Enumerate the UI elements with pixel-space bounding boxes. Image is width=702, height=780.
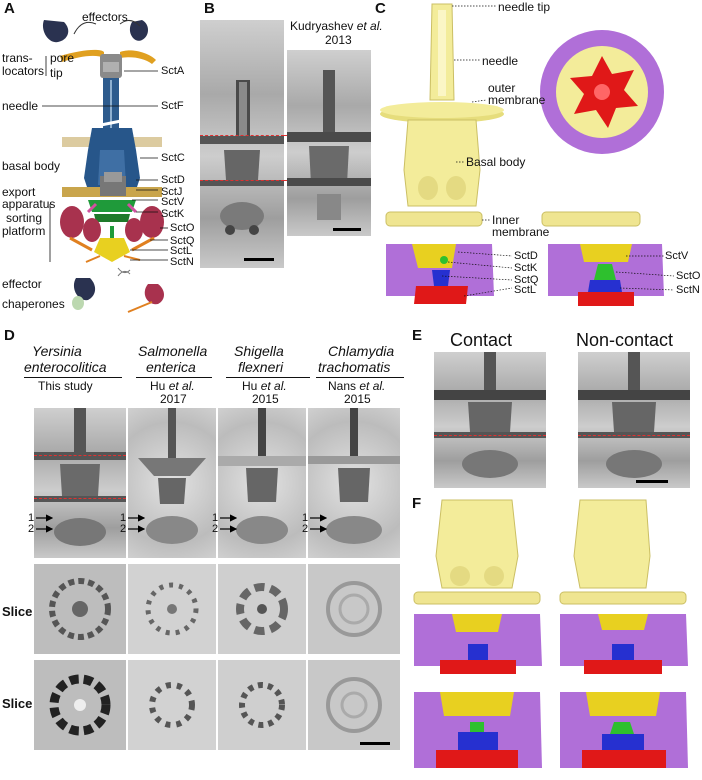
scale-bar-b [244, 258, 274, 261]
label-sctC: SctC [161, 152, 185, 164]
f-3d-comparison [412, 496, 702, 780]
label-sctO: SctO [170, 222, 194, 234]
d-col4-species-1: Chlamydia [328, 344, 394, 359]
d-col3-year: 2015 [252, 393, 279, 405]
label-effectors: effectors [82, 11, 128, 23]
e-tomogram-contact [434, 352, 546, 488]
d-col4-ref: Nans et al. [328, 380, 385, 392]
d-col4-species-2: trachomatis [318, 360, 390, 375]
label-effector-1: effector [2, 278, 42, 290]
label-needle-c: needle [482, 55, 518, 67]
d-col2-species-2: enterica [146, 360, 196, 375]
label-needle: needle [2, 100, 38, 112]
f-basal-body-noncontact [574, 500, 650, 588]
scale-bar-e [636, 480, 668, 483]
label-basal-body: basal body [2, 160, 60, 172]
d-col3-underline [226, 377, 310, 378]
d-col2-year: 2017 [160, 393, 187, 405]
label-export-2: apparatus [2, 198, 55, 210]
d-col1-species-2: enterocolitica [24, 360, 107, 375]
label-c-sctK: SctK [514, 262, 537, 274]
red-dashed-line-top-b [200, 135, 284, 136]
d-col1-underline [24, 377, 122, 378]
label-tip: tip [50, 67, 63, 79]
label-needle-tip: needle tip [498, 1, 550, 13]
d-col3-species-1: Shigella [234, 344, 284, 359]
label-translocators-1: trans- [2, 52, 33, 64]
label-outer-2: membrane [488, 94, 545, 106]
pod-left-outer [60, 206, 84, 238]
scale-bar-kudryashev [333, 228, 361, 231]
label-translocators-2: locators [2, 65, 44, 77]
chaperone-complex-shape [145, 284, 164, 304]
ref-kudryashev-year: 2013 [325, 34, 352, 46]
label-sctV: SctV [161, 196, 184, 208]
label-sctK: SctK [161, 208, 184, 220]
red-dashed-line-bottom-b [200, 180, 284, 181]
label-pore: pore [50, 52, 74, 64]
label-inner-2: membrane [492, 226, 549, 238]
label-c-sctN: SctN [676, 284, 700, 296]
label-basal-body-c: Basal body [466, 156, 525, 168]
e-tomogram-noncontact [578, 352, 690, 488]
tomogram-this-study [200, 20, 284, 268]
effector-shape-left [43, 20, 68, 42]
d-col1-species-1: Yersinia [32, 344, 82, 359]
label-sctD: SctD [161, 174, 185, 186]
panel-label-e: E [412, 327, 422, 344]
label-c-sctD: SctD [514, 250, 538, 262]
tomogram-kudryashev [287, 50, 371, 236]
panel-label-b: B [204, 0, 215, 17]
label-sctF: SctF [161, 100, 184, 112]
label-sctA: SctA [161, 65, 184, 77]
d-col4-underline [316, 377, 404, 378]
f-basal-body-contact [436, 500, 518, 588]
label-sorting-1: sorting [6, 212, 42, 224]
d-col2-species-1: Salmonella [138, 344, 207, 359]
label-c-sctV: SctV [665, 250, 688, 262]
d-slice-grid [34, 564, 404, 774]
d-col3-ref: Hu et al. [242, 380, 287, 392]
ref-kudryashev: Kudryashev et al. [290, 20, 383, 32]
d-col4-year: 2015 [344, 393, 371, 405]
d-col1-ref: This study [38, 380, 93, 392]
label-effector-2: chaperones [2, 298, 65, 310]
d-col2-underline [136, 377, 212, 378]
inner-membrane-right [542, 212, 640, 226]
label-contact: Contact [450, 330, 512, 350]
d-col2-ref: Hu et al. [150, 380, 195, 392]
label-sorting-2: platform [2, 225, 45, 237]
inner-membrane-left [386, 212, 482, 226]
label-c-sctO: SctO [676, 270, 700, 282]
d-slice-arrows [0, 508, 410, 538]
d-col3-species-2: flexneri [238, 360, 283, 375]
sctN-atpase-shape [94, 238, 130, 262]
label-noncontact: Non-contact [576, 330, 673, 350]
label-sctN: SctN [170, 256, 194, 268]
effector-shape-right [130, 20, 148, 41]
label-c-sctL: SctL [514, 284, 536, 296]
